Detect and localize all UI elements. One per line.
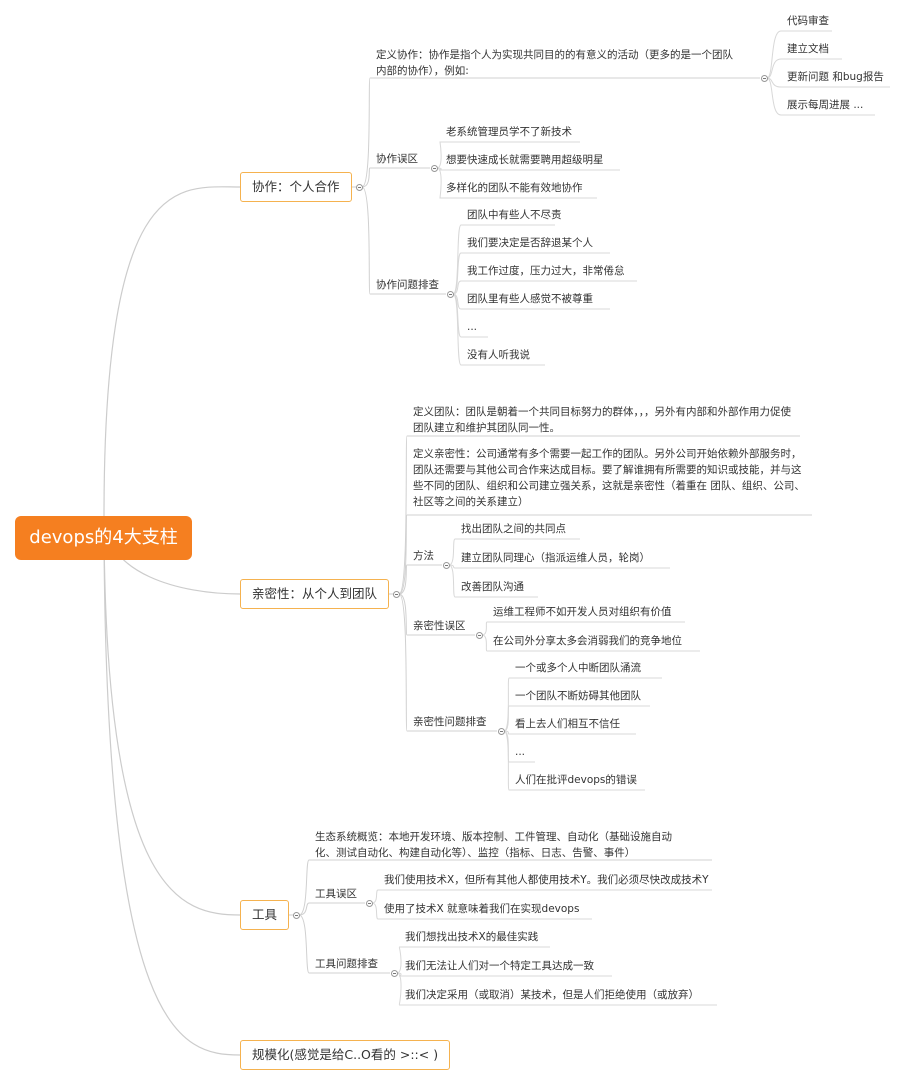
branch-1-sub-3: 协作问题排查 [376,279,439,291]
branch-1-sub-3-leaf-5: ... [467,321,478,333]
branch-1-sub-3-leaf-4: 团队里有些人感觉不被尊重 [467,293,593,305]
branch-1-sub-2-collapse-toggle[interactable] [430,164,438,172]
branch-3-sub-2-leaf-1: 我们使用技术X，但所有其他人都使用技术Y。我们必须尽快改成技术Y [384,874,709,886]
branch-1-sub-3-leaf-6: 没有人听我说 [467,349,530,361]
branch-2-sub-5-leaf-3: 看上去人们相互不信任 [515,718,620,730]
branch-2-sub-5-leaf-5: 人们在批评devops的错误 [515,774,637,786]
branch-node-2[interactable]: 亲密性：从个人到团队 [240,579,390,609]
branch-1-sub-1-collapse-toggle[interactable] [760,74,768,82]
branch-collapse-toggle-3[interactable] [292,911,300,919]
branch-1-sub-2: 协作误区 [376,153,418,165]
branch-2-sub-4-leaf-1: 运维工程师不如开发人员对组织有价值 [493,606,672,618]
branch-3-sub-3-leaf-3: 我们决定采用（或取消）某技术，但是人们拒绝使用（或放弃） [405,989,699,1001]
branch-3-sub-2: 工具误区 [315,888,357,900]
branch-2-sub-5-leaf-1: 一个或多个人中断团队涌流 [515,662,641,674]
branch-2-sub-5-collapse-toggle[interactable] [497,727,505,735]
root-node[interactable]: devops的4大支柱 [15,516,192,560]
branch-collapse-toggle-2[interactable] [392,590,400,598]
branch-1-sub-1-leaf-4: 展示每周进展 ... [787,99,864,111]
branch-node-3[interactable]: 工具 [240,900,290,930]
branch-2-sub-3: 方法 [413,550,434,562]
branch-2-sub-3-leaf-3: 改善团队沟通 [461,581,524,593]
branch-1-sub-1-leaf-1: 代码审查 [787,15,829,27]
branch-1-sub-3-leaf-3: 我工作过度，压力过大，非常倦怠 [467,265,625,277]
branch-2-sub-5-leaf-2: 一个团队不断妨碍其他团队 [515,690,641,702]
branch-1-sub-3-collapse-toggle[interactable] [446,290,454,298]
branch-3-sub-2-collapse-toggle[interactable] [365,899,373,907]
branch-1-sub-1-leaf-3: 更新问题 和bug报告 [787,71,884,83]
branch-1-sub-3-leaf-1: 团队中有些人不尽责 [467,209,562,221]
branch-3-sub-3-collapse-toggle[interactable] [390,969,398,977]
branch-3-sub-2-leaf-2: 使用了技术X 就意味着我们在实现devops [384,903,580,915]
branch-1-sub-1-leaf-2: 建立文档 [787,43,829,55]
branch-2-sub-3-collapse-toggle[interactable] [442,561,450,569]
branch-2-sub-3-leaf-1: 找出团队之间的共同点 [461,523,566,535]
branch-2-sub-5: 亲密性问题排查 [413,716,487,728]
branch-1-sub-2-leaf-3: 多样化的团队不能有效地协作 [446,182,583,194]
branch-2-sub-3-leaf-2: 建立团队同理心（指派运维人员，轮岗） [461,552,650,564]
branch-1-sub-2-leaf-2: 想要快速成长就需要聘用超级明星 [446,154,604,166]
branch-1-sub-2-leaf-1: 老系统管理员学不了新技术 [446,126,572,138]
branch-collapse-toggle-1[interactable] [355,183,363,191]
branch-2-sub-1: 定义团队：团队是朝着一个共同目标努力的群体，，，另外有内部和外部作用力促使团队建… [413,406,791,434]
branch-3-sub-3-leaf-2: 我们无法让人们对一个特定工具达成一致 [405,960,594,972]
branch-2-sub-5-leaf-4: ... [515,746,526,758]
branch-node-1[interactable]: 协作：个人合作 [240,172,352,202]
branch-2-sub-4-collapse-toggle[interactable] [475,631,483,639]
branch-2-sub-4: 亲密性误区 [413,620,466,632]
branch-node-4[interactable]: 规模化(感觉是给C..O看的 >::< ) [240,1040,451,1070]
branch-3-sub-1: 生态系统概览：本地开发环境、版本控制、工件管理、自动化（基础设施自动化、测试自动… [315,831,672,859]
branch-1-sub-3-leaf-2: 我们要决定是否辞退某个人 [467,237,593,249]
branch-2-sub-2: 定义亲密性：公司通常有多个需要一起工作的团队。另外公司开始依赖外部服务时，团队还… [413,448,805,508]
branch-3-sub-3-leaf-1: 我们想找出技术X的最佳实践 [405,931,539,943]
branch-2-sub-4-leaf-2: 在公司外分享太多会消弱我们的竞争地位 [493,635,682,647]
branch-1-sub-1: 定义协作：协作是指个人为实现共同目的的有意义的活动（更多的是一个团队内部的协作）… [376,49,733,77]
branch-3-sub-3: 工具问题排查 [315,958,378,970]
